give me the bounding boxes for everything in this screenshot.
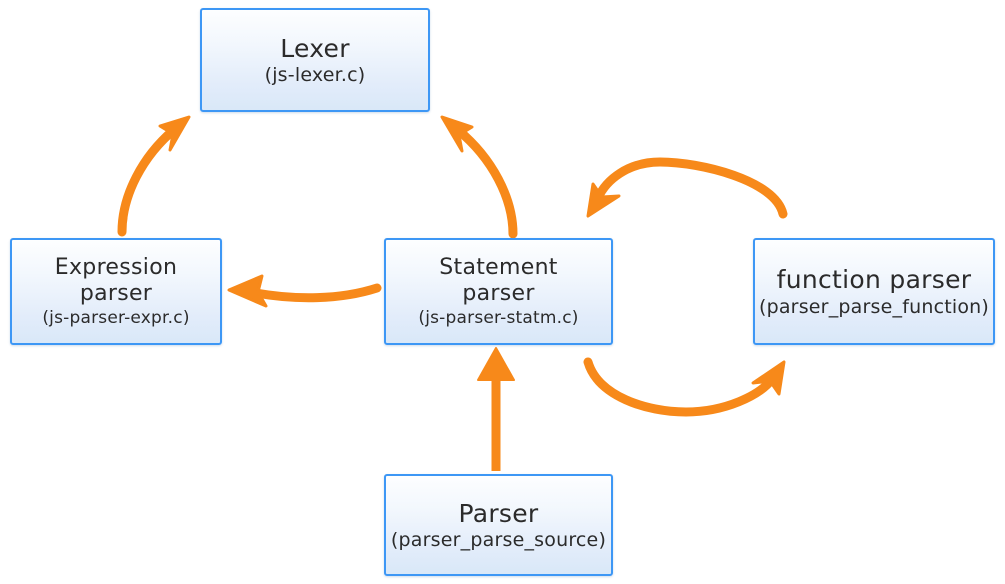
edge-function-to-statement (586, 157, 788, 219)
edge-expression-to-lexer (117, 115, 191, 237)
node-function-parser-subtitle: (parser_parse_function) (758, 295, 990, 318)
node-statement-parser-title: Statement parser (439, 255, 558, 306)
node-expression-parser-subtitle: (js-parser-expr.c) (42, 307, 190, 328)
node-expression-parser-title: Expression parser (54, 255, 178, 306)
node-parser[interactable]: Parser (parser_parse_source) (384, 474, 613, 576)
node-function-parser[interactable]: function parser (parser_parse_function) (753, 238, 995, 345)
node-expression-parser[interactable]: Expression parser (js-parser-expr.c) (10, 238, 222, 345)
node-lexer[interactable]: Lexer (js-lexer.c) (200, 8, 430, 112)
node-lexer-subtitle: (js-lexer.c) (264, 64, 366, 87)
node-parser-title: Parser (458, 498, 539, 528)
node-function-parser-title: function parser (776, 265, 972, 295)
node-parser-subtitle: (parser_parse_source) (390, 529, 607, 552)
edge-parser-to-statement (477, 347, 515, 471)
edge-statement-to-function (583, 357, 786, 417)
edge-statement-to-expression (227, 274, 382, 308)
node-statement-parser-subtitle: (js-parser-statm.c) (418, 307, 579, 328)
node-lexer-title: Lexer (280, 33, 350, 63)
node-statement-parser[interactable]: Statement parser (js-parser-statm.c) (384, 238, 613, 345)
edge-statement-to-lexer (440, 115, 518, 239)
